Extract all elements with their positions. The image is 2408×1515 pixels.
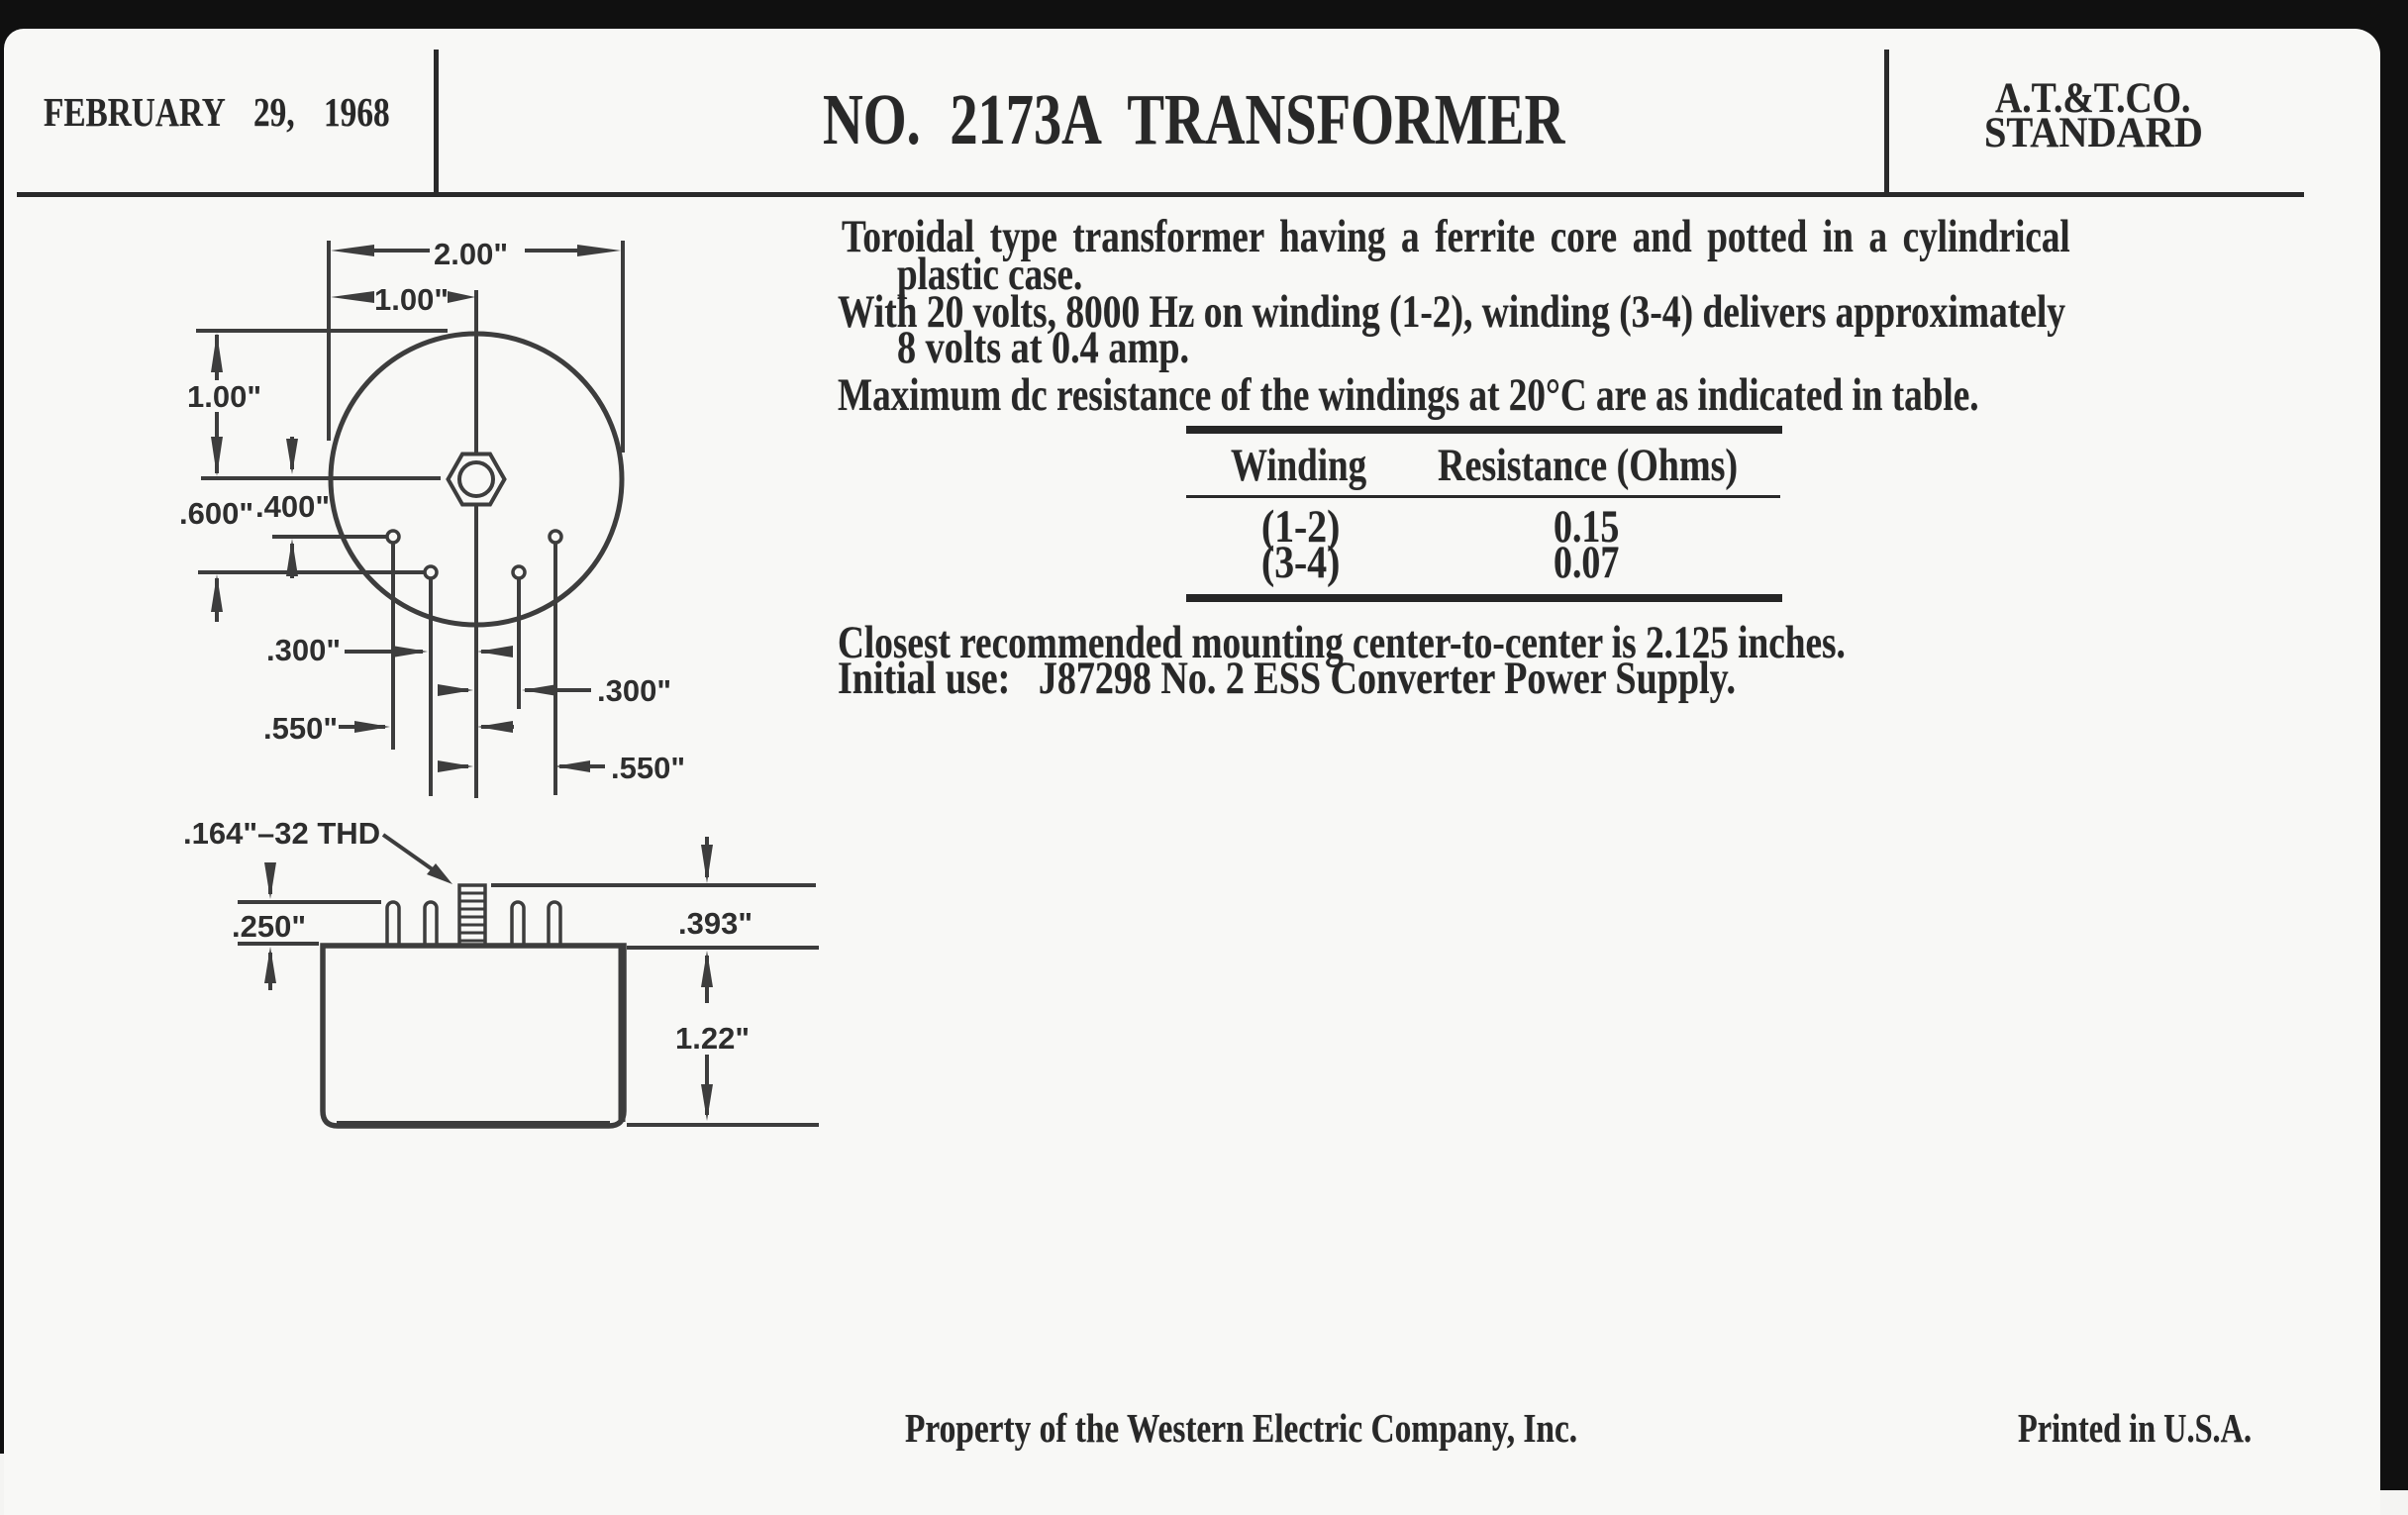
svg-text:.400": .400" [255, 489, 330, 524]
svg-text:.300": .300" [597, 673, 671, 708]
svg-text:.250": .250" [232, 909, 306, 944]
svg-text:.393": .393" [678, 906, 752, 941]
svg-text:.550": .550" [611, 751, 685, 785]
svg-text:1.00": 1.00" [374, 282, 449, 317]
svg-text:1.00": 1.00" [187, 379, 261, 414]
svg-text:.550": .550" [263, 711, 338, 746]
svg-text:.300": .300" [266, 633, 341, 667]
svg-text:.164"–32 THD: .164"–32 THD [183, 816, 380, 851]
svg-text:2.00": 2.00" [434, 237, 508, 271]
svg-text:1.22": 1.22" [675, 1021, 750, 1056]
svg-text:.600": .600" [179, 496, 253, 531]
